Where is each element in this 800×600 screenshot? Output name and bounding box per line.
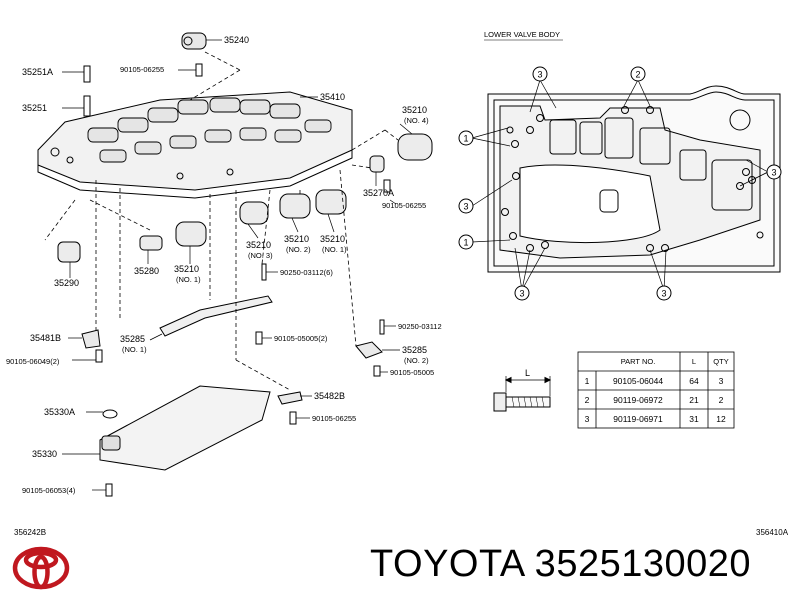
toyota-logo-icon	[12, 546, 70, 590]
callout-circle: 1	[458, 130, 474, 146]
parts-table-text: PART NO. L QTY 1 90105-06044 64 3 2 9011…	[585, 357, 729, 424]
svg-text:1: 1	[463, 238, 468, 248]
callout-circle: 3	[656, 285, 672, 301]
table-header-part: PART NO.	[621, 357, 656, 366]
lower-valve-body-illustration	[471, 79, 781, 291]
label-35251A: 35251A	[22, 67, 53, 77]
bolt-length-label: L	[525, 368, 530, 378]
label-35482B: 35482B	[314, 391, 345, 401]
brand-part-number: TOYOTA 3525130020	[370, 543, 752, 585]
table-row-qty: 12	[716, 414, 726, 424]
label-35270A: 35270A	[363, 188, 394, 198]
svg-text:3: 3	[537, 70, 542, 80]
label-35330A: 35330A	[44, 407, 75, 417]
label-35251: 35251	[22, 103, 47, 113]
label-35210-no4: 35210	[402, 105, 427, 115]
table-row-l: 64	[689, 376, 699, 386]
label-90250-03112-6: 90250-03112(6)	[280, 268, 333, 277]
label-90105-06255-c: 90105-06255	[312, 414, 356, 423]
lower-valve-body-title: LOWER VALVE BODY	[484, 30, 560, 39]
label-35280: 35280	[134, 266, 159, 276]
table-row-part: 90119-06972	[613, 395, 663, 405]
valve-body-illustration	[37, 32, 433, 497]
table-row-l: 21	[689, 395, 699, 405]
label-35285-no2: 35285	[402, 345, 427, 355]
table-row-ref: 3	[585, 414, 590, 424]
table-header-qty: QTY	[713, 357, 728, 366]
svg-text:2: 2	[635, 70, 640, 80]
label-35210-no1: 35210	[174, 264, 199, 274]
label-90105-06049-2: 90105-06049(2)	[6, 357, 60, 366]
svg-text:1: 1	[463, 134, 468, 144]
label-35481B: 35481B	[30, 333, 61, 343]
table-header-l: L	[692, 357, 696, 366]
label-35410: 35410	[320, 92, 345, 102]
lower-valve-callouts: 3 2 1 3 3 1 3 3	[458, 66, 782, 301]
table-row-ref: 2	[585, 395, 590, 405]
label-90105-06255-b: 90105-06255	[382, 201, 426, 210]
label-35210-no4-sub: (NO. 4)	[404, 116, 429, 125]
label-35210-no2: 35210	[284, 234, 309, 244]
svg-text:3: 3	[463, 202, 468, 212]
diagram-code-right: 356410A	[756, 528, 789, 537]
table-row-ref: 1	[585, 376, 590, 386]
callout-circle: 3	[514, 285, 530, 301]
label-35285-no2-sub: (NO. 2)	[404, 356, 429, 365]
callout-circle: 3	[766, 164, 782, 180]
svg-text:3: 3	[771, 168, 776, 178]
table-row-part: 90119-06971	[613, 414, 663, 424]
svg-text:3: 3	[519, 289, 524, 299]
left-part-labels: 35240 35251A 90105-06255 35410 35251 352…	[6, 35, 442, 495]
label-90105-05005: 90105-05005	[390, 368, 434, 377]
table-row-part: 90105-06044	[613, 376, 663, 386]
callout-circle: 3	[458, 198, 474, 214]
label-90105-05005-2: 90105-05005(2)	[274, 334, 328, 343]
callout-circle: 2	[630, 66, 646, 82]
label-35210-no1-sub: (NO. 1)	[176, 275, 201, 284]
table-row-l: 31	[689, 414, 699, 424]
label-35290: 35290	[54, 278, 79, 288]
svg-text:3: 3	[661, 289, 666, 299]
label-35285-no1-sub: (NO. 1)	[122, 345, 147, 354]
callout-circle: 3	[532, 66, 548, 82]
label-90105-06053-4: 90105-06053(4)	[22, 486, 76, 495]
table-row-qty: 2	[719, 395, 724, 405]
label-35210-no1-b: 35210	[320, 234, 345, 244]
label-35210-no3-sub: (NO. 3)	[248, 251, 273, 260]
label-90250-03112: 90250-03112	[398, 322, 442, 331]
label-35330: 35330	[32, 449, 57, 459]
callout-circle: 1	[458, 234, 474, 250]
label-35210-no2-sub: (NO. 2)	[286, 245, 311, 254]
label-35240: 35240	[224, 35, 249, 45]
label-90105-06255-a: 90105-06255	[120, 65, 164, 74]
parts-table	[577, 351, 735, 429]
label-35210-no1-b-sub: (NO. 1)	[322, 245, 347, 254]
table-row-qty: 3	[719, 376, 724, 386]
label-35210-no3: 35210	[246, 240, 271, 250]
diagram-code-left: 356242B	[14, 528, 47, 537]
bolt-length-illustration	[493, 376, 552, 412]
label-35285-no1: 35285	[120, 334, 145, 344]
